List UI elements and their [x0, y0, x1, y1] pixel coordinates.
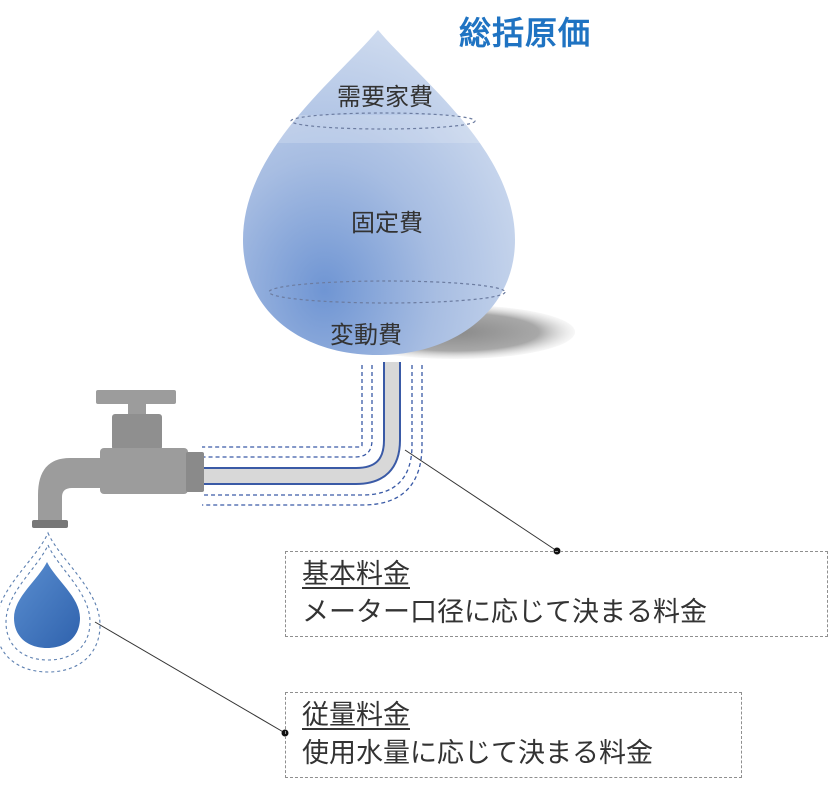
callout-basic-description: メーター口径に応じて決まる料金 [302, 597, 707, 628]
leader-line-basic [404, 449, 558, 552]
pipe [202, 362, 401, 485]
pipe-inner [202, 362, 399, 483]
callout-usage-charge: 従量料金 使用水量に応じて決まる料金 [285, 692, 742, 778]
halo-inner [5, 543, 91, 661]
cost-drop [243, 30, 515, 355]
pipe-outline-mid [202, 365, 413, 496]
halo-outer [0, 531, 101, 673]
leader-line-usage [94, 621, 286, 734]
tier-label-customer-cost: 需要家費 [337, 83, 433, 111]
water-drop-small [14, 562, 80, 648]
tier-divider-upper [290, 112, 476, 130]
diagram-title: 総括原価 [458, 14, 591, 52]
callout-usage-description: 使用水量に応じて決まる料金 [302, 738, 653, 769]
tier-divider-lower [268, 280, 506, 304]
pipe-outline-mid-left [202, 365, 373, 458]
tier-label-fixed-cost: 固定費 [351, 209, 423, 237]
callout-basic-charge: 基本料金 メーター口径に応じて決まる料金 [285, 551, 828, 637]
faucet [32, 390, 204, 528]
callout-basic-heading: 基本料金 [302, 559, 410, 590]
tier-label-variable-cost: 変動費 [330, 321, 402, 349]
pipe-outline-outer-left [202, 365, 363, 448]
pipe-outline-outer [202, 365, 423, 506]
callout-usage-heading: 従量料金 [302, 700, 410, 731]
